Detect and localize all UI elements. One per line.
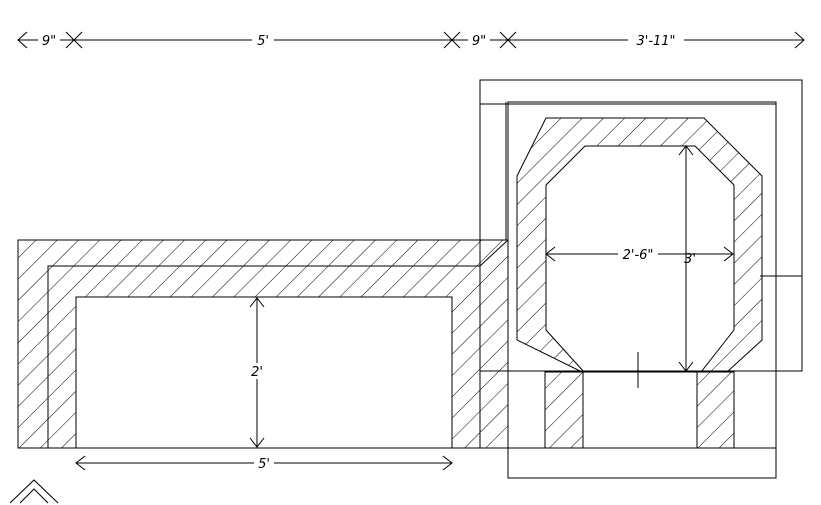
left-wall-hatched: [17, 239, 509, 449]
octagon-width-label: 2'-6": [623, 248, 654, 263]
top-dimension-string: [17, 31, 805, 49]
left-width-label: 5': [258, 457, 270, 472]
octagon-height-label: 3': [684, 252, 696, 267]
top-dim-3ft-11in: 3'-11": [636, 34, 675, 49]
octagon-wall-hatched: [516, 117, 763, 373]
top-dim-9in-right: 9": [472, 34, 486, 49]
top-dim-5ft: 5': [257, 34, 269, 49]
octagon-height-dimension: [678, 145, 694, 372]
north-arrow-icon: [9, 479, 59, 504]
left-height-label: 2': [251, 365, 263, 380]
octagon-legs: [544, 352, 735, 449]
top-dim-9in-left: 9": [42, 34, 56, 49]
